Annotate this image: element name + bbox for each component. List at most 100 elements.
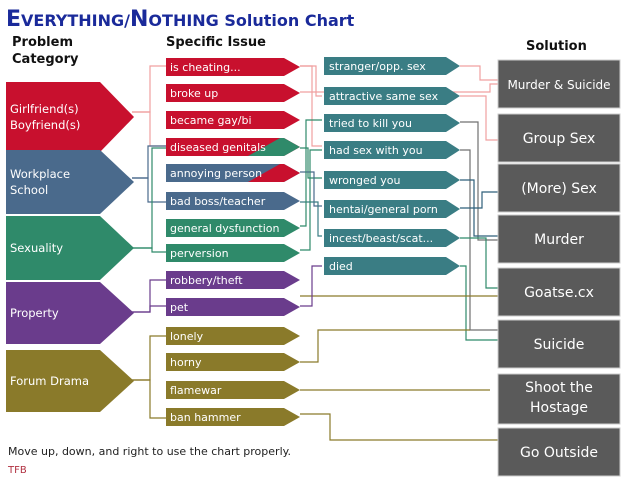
issue-item: annoying person: [166, 164, 300, 182]
solution-label: Go Outside: [520, 445, 598, 461]
category-label-line1: Sexuality: [10, 241, 63, 255]
detail-label: tried to kill you: [329, 117, 412, 130]
category-forum: Forum Drama: [6, 350, 134, 412]
solution-box: Group Sex: [497, 113, 621, 163]
category-chevron: [6, 150, 134, 214]
category-chevron: [6, 350, 134, 412]
issue-label: is cheating...: [170, 61, 241, 74]
issue-arrow: [166, 219, 300, 237]
detail-label: incest/beast/scat...: [329, 232, 433, 245]
solution-label-line2: Hostage: [530, 400, 588, 416]
issue-arrow: [166, 58, 300, 76]
solution-box: Go Outside: [497, 427, 621, 477]
category-chevron: [6, 216, 134, 280]
issue-label: robbery/theft: [170, 274, 243, 287]
issue-arrow: [166, 111, 300, 129]
issue-label: perversion: [170, 247, 229, 260]
issue-item: is cheating...: [166, 58, 300, 76]
solution-box: Suicide: [497, 319, 621, 369]
detail-arrow: [324, 87, 460, 105]
category-label-line1: Workplace: [10, 167, 70, 181]
detail-item: hentai/general porn: [324, 200, 460, 218]
issue-arrow: [166, 271, 300, 289]
category-column: Girlfriend(s) Boyfriend(s) WorkplaceSchool…: [6, 82, 134, 412]
solution-rect: [497, 163, 621, 213]
issue-label: bad boss/teacher: [170, 195, 266, 208]
issue-arrow-tint: [248, 164, 300, 182]
detail-item: attractive same sex: [324, 87, 460, 105]
issue-arrow: [166, 381, 300, 399]
solution-label: Group Sex: [523, 131, 596, 147]
issue-label: annoying person: [170, 167, 262, 180]
issue-arrow: [166, 327, 300, 345]
footer-instruction: Move up, down, and right to use the char…: [8, 445, 291, 458]
connector-lines: [132, 65, 498, 441]
page-title: EVERYTHING/NOTHING Solution Chart: [6, 7, 355, 32]
category-girlfriend: Girlfriend(s) Boyfriend(s): [6, 82, 134, 152]
issue-label: ban hammer: [170, 411, 241, 424]
issue-column: is cheating... broke up became gay/bi disea…: [166, 58, 300, 426]
category-label-line2: Boyfriend(s): [10, 118, 80, 132]
issue-arrow-tint: [248, 138, 300, 156]
issue-item: horny: [166, 353, 300, 371]
issue-label: horny: [170, 356, 202, 369]
detail-item: tried to kill you: [324, 114, 460, 132]
detail-label: hentai/general porn: [329, 203, 438, 216]
detail-label: died: [329, 260, 353, 273]
category-label-line1: Property: [10, 306, 59, 320]
detail-column: stranger/opp. sex attractive same sex trie…: [324, 57, 460, 275]
issue-item: flamewar: [166, 381, 300, 399]
detail-item: stranger/opp. sex: [324, 57, 460, 75]
detail-item: incest/beast/scat...: [324, 229, 460, 247]
issue-label: diseased genitals: [170, 141, 266, 154]
issue-item: perversion: [166, 244, 300, 262]
detail-label: stranger/opp. sex: [329, 60, 426, 73]
issue-item: pet: [166, 298, 300, 316]
header-specific-issue: Specific Issue: [166, 35, 266, 50]
detail-arrow: [324, 114, 460, 132]
solution-box: (More) Sex: [497, 163, 621, 213]
issue-item: ban hammer: [166, 408, 300, 426]
solution-rect: [497, 427, 621, 477]
issue-label: became gay/bi: [170, 114, 252, 127]
issue-item: general dysfunction: [166, 219, 300, 237]
issue-item: lonely: [166, 327, 300, 345]
issue-item: robbery/theft: [166, 271, 300, 289]
detail-label: attractive same sex: [329, 90, 439, 103]
category-label-line1: Girlfriend(s): [10, 102, 79, 116]
category-sexuality: Sexuality: [6, 216, 134, 280]
issue-item: bad boss/teacher: [166, 192, 300, 210]
issue-arrow: [166, 298, 300, 316]
issue-item: became gay/bi: [166, 111, 300, 129]
header-problem-category-line1: Problem: [12, 35, 73, 50]
solution-box: Murder & Suicide: [497, 59, 621, 109]
category-chevron: [6, 82, 134, 152]
footer-credit: TFB: [7, 465, 27, 476]
category-chevron: [6, 282, 134, 344]
solution-rect: [497, 373, 621, 425]
issue-label: flamewar: [170, 384, 222, 397]
detail-arrow: [324, 229, 460, 247]
issue-item: broke up: [166, 84, 300, 102]
solution-label: (More) Sex: [521, 181, 597, 197]
solution-label: Murder & Suicide: [507, 78, 610, 92]
detail-arrow: [324, 57, 460, 75]
solution-label: Murder: [534, 232, 584, 248]
issue-label: general dysfunction: [170, 222, 279, 235]
solution-rect: [497, 113, 621, 163]
category-property: Property: [6, 282, 134, 344]
issue-arrow: [166, 244, 300, 262]
detail-arrow: [324, 200, 460, 218]
issue-label: broke up: [170, 87, 218, 100]
detail-item: died: [324, 257, 460, 275]
category-label-line2: School: [10, 183, 48, 197]
detail-label: had sex with you: [329, 144, 423, 157]
category-label-line1: Forum Drama: [10, 374, 89, 388]
detail-arrow: [324, 171, 460, 189]
solution-label-line1: Shoot the: [525, 380, 593, 396]
solution-label: Goatse.cx: [524, 285, 594, 301]
solution-box: Goatse.cx: [497, 267, 621, 317]
